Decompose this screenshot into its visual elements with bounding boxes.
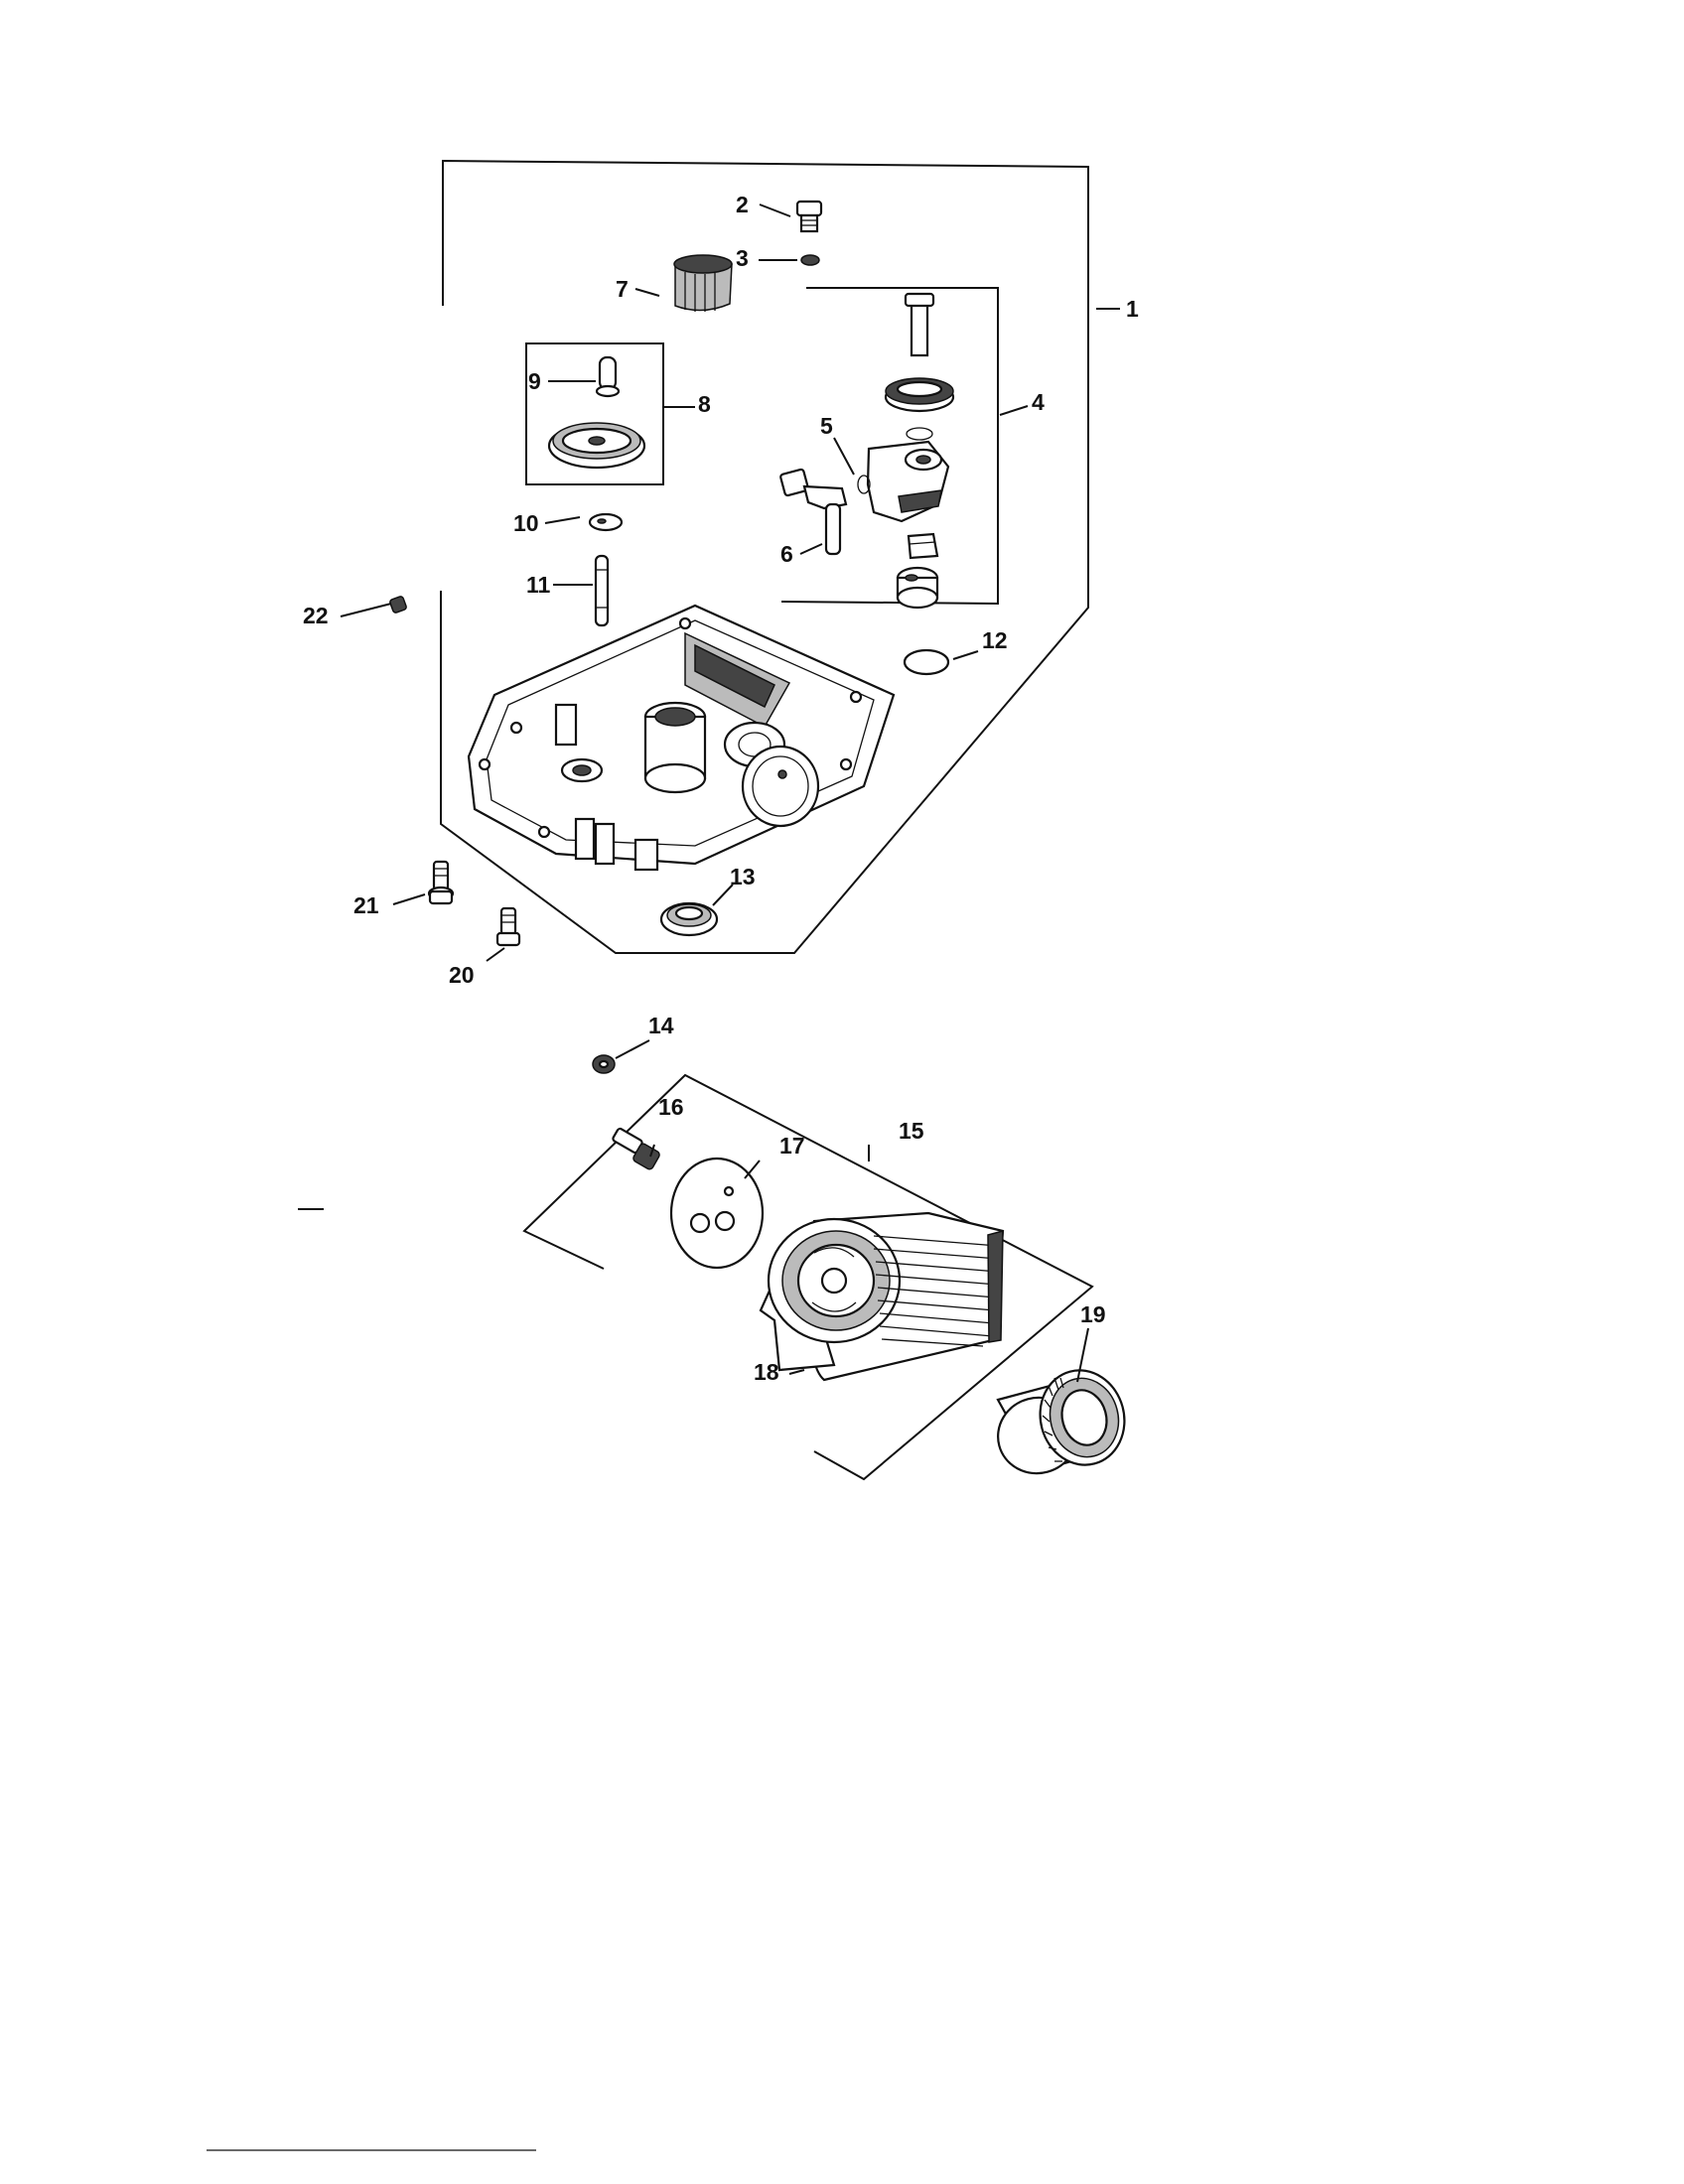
o-ring-large-part (903, 648, 950, 676)
hex-bolt-short-part (495, 906, 521, 947)
bracket-gear-assembly (525, 342, 664, 485)
oil-pump-assembly-part (866, 292, 955, 610)
leader-lines (340, 204, 1120, 1383)
callout-3: 3 (736, 245, 749, 271)
callout-2: 2 (736, 192, 749, 217)
plug-screw-part (795, 200, 823, 233)
hex-bolt-long-part (427, 860, 455, 905)
bracket-oil-pump-assembly (780, 287, 999, 606)
governor-shaft-part (594, 554, 610, 627)
pipe-plug-part (389, 596, 407, 614)
callout-6: 6 (780, 541, 793, 567)
callout-19: 19 (1080, 1301, 1106, 1327)
oil-pan-closure-plate-part (467, 604, 896, 872)
callout-1: 1 (1126, 296, 1139, 322)
callout-21: 21 (353, 892, 379, 918)
o-ring-part (857, 475, 871, 494)
oil-seal-part (659, 901, 719, 937)
oil-cooler-adapter-part (759, 1211, 1005, 1382)
callout-12: 12 (982, 627, 1008, 653)
oil-cooler-gasket-part (669, 1157, 765, 1270)
callout-9: 9 (528, 368, 541, 394)
callout-11: 11 (526, 572, 551, 598)
bracket-oil-cooler-assembly (522, 1073, 1094, 1481)
callout-7: 7 (616, 276, 629, 302)
oil-filter-part (996, 1369, 1126, 1475)
callout-17: 17 (779, 1133, 805, 1159)
callout-10: 10 (513, 510, 539, 536)
callout-8: 8 (698, 391, 711, 417)
hex-nut-part (592, 1054, 616, 1074)
callout-5: 5 (820, 413, 833, 439)
relief-valve-part (779, 468, 848, 556)
callout-14: 14 (648, 1013, 674, 1038)
callout-18: 18 (754, 1359, 779, 1385)
bracket-oil-pan-assembly (440, 159, 1089, 954)
gear-shaft-part (595, 355, 621, 398)
thrust-washer-part (588, 512, 624, 532)
callout-20: 20 (449, 962, 475, 988)
callout-16: 16 (658, 1094, 684, 1120)
sealing-washer-part (800, 254, 820, 266)
callout-15: 15 (899, 1118, 924, 1144)
callout-13: 13 (730, 864, 756, 889)
callout-22: 22 (303, 603, 329, 628)
governor-gear-part (547, 422, 646, 470)
callout-4: 4 (1032, 389, 1045, 415)
oil-strainer-screen-part (673, 254, 733, 312)
